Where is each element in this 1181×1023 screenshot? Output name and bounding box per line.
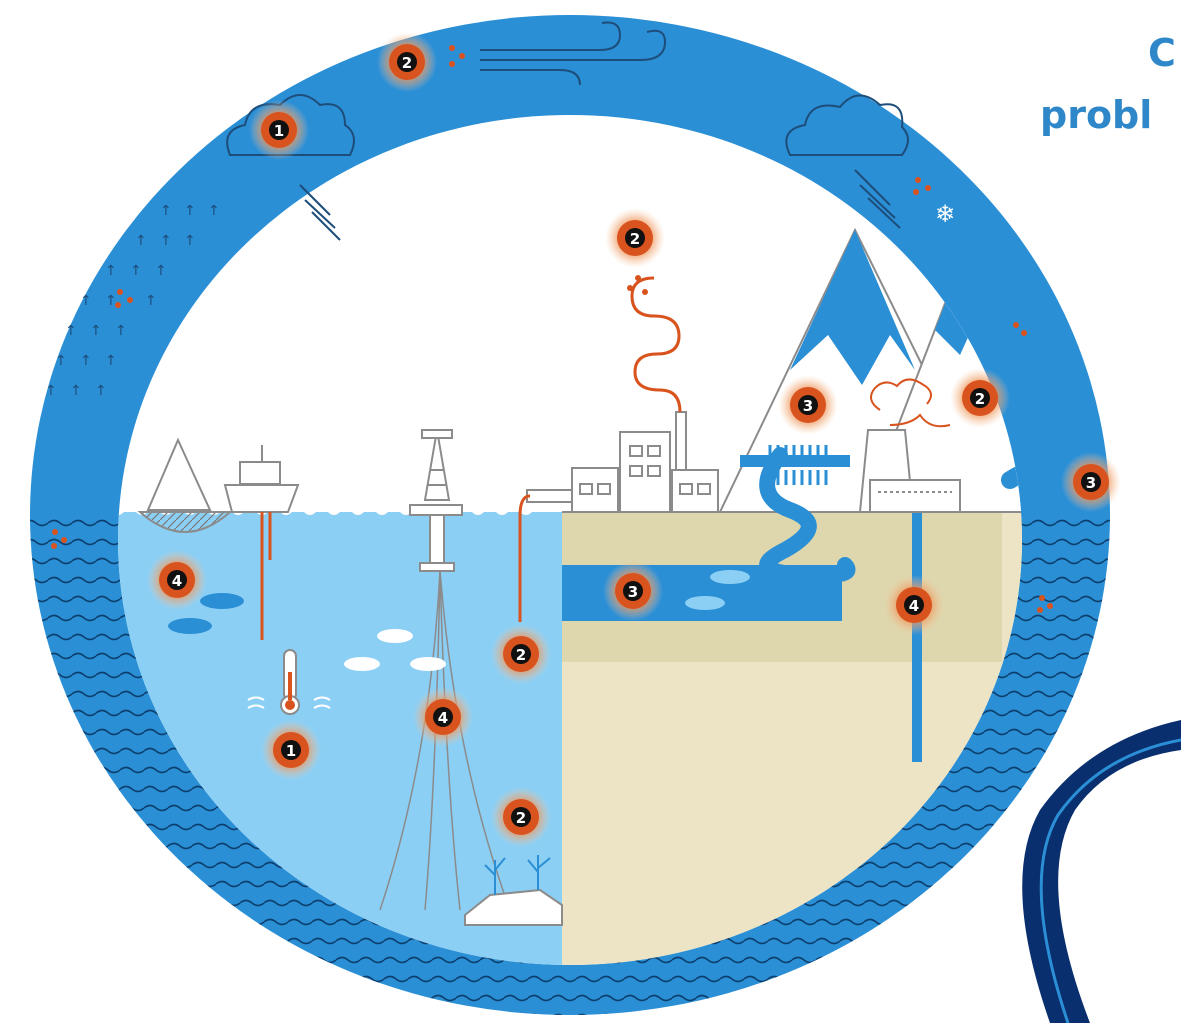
marker-core xyxy=(281,740,301,760)
numbered-markers: 2 1 2 3 2 3 4 3 4 2 4 1 2 xyxy=(147,32,1121,847)
wind-icon xyxy=(480,21,667,86)
rain-lines xyxy=(299,184,341,241)
marker-label: 2 xyxy=(975,390,985,408)
marker-m5: 2 xyxy=(950,368,1010,428)
svg-text:↑: ↑ xyxy=(90,323,102,339)
marker-core xyxy=(433,707,453,727)
marker-m11: 4 xyxy=(413,687,473,747)
seabed-rocks xyxy=(464,888,563,926)
marker-label: 3 xyxy=(803,397,813,415)
marker-label: 1 xyxy=(274,122,284,140)
forest-icons: ↑↑↑ ↑↑↑ ↑↑↑ ↑↑↑ ↑↑↑ ↑↑↑ ↑↑↑ xyxy=(45,203,220,399)
svg-text:↑: ↑ xyxy=(65,323,77,339)
marker-core xyxy=(625,228,645,248)
svg-text:↑: ↑ xyxy=(80,293,92,309)
svg-text:↑: ↑ xyxy=(184,233,196,249)
marker-m8: 3 xyxy=(603,561,663,621)
marker-m12: 1 xyxy=(261,720,321,780)
fishing-boat xyxy=(137,437,300,533)
svg-text:↑: ↑ xyxy=(105,263,117,279)
svg-text:↑: ↑ xyxy=(135,233,147,249)
marker-core xyxy=(1081,472,1101,492)
marker-m7: 4 xyxy=(147,550,207,610)
marker-m6: 3 xyxy=(1061,452,1121,512)
marker-label: 3 xyxy=(1086,474,1096,492)
marker-m9: 4 xyxy=(884,575,944,635)
cloud-icon-right xyxy=(785,94,909,156)
factory xyxy=(571,411,719,513)
marker-m2: 1 xyxy=(249,100,309,160)
title-line-2: probl xyxy=(1040,93,1153,137)
fish-group xyxy=(168,570,750,671)
treatment-plant xyxy=(768,445,828,485)
navy-arc xyxy=(1022,720,1181,1023)
svg-text:↑: ↑ xyxy=(115,323,127,339)
marker-label: 1 xyxy=(286,742,296,760)
marker-m10: 2 xyxy=(491,624,551,684)
marker-label: 4 xyxy=(909,597,919,615)
svg-text:↑: ↑ xyxy=(55,353,67,369)
marker-core xyxy=(511,807,531,827)
marker-core xyxy=(167,570,187,590)
cloud-icon xyxy=(226,94,355,156)
marker-m13: 2 xyxy=(491,787,551,847)
marker-label: 4 xyxy=(438,709,448,727)
title-line-1: C xyxy=(1148,31,1176,75)
marker-core xyxy=(397,52,417,72)
svg-text:↑: ↑ xyxy=(145,293,157,309)
pollutant-dots xyxy=(51,45,1053,613)
marker-label: 2 xyxy=(516,646,526,664)
svg-text:↑: ↑ xyxy=(160,203,172,219)
marker-core xyxy=(798,395,818,415)
marker-core xyxy=(623,581,643,601)
svg-text:↑: ↑ xyxy=(95,383,107,399)
snowflake-icon: ❄ xyxy=(935,200,955,228)
svg-text:↑: ↑ xyxy=(208,203,220,219)
smoke-plume xyxy=(630,276,682,413)
page-title: C probl xyxy=(1040,22,1181,146)
mountain-right xyxy=(863,157,1022,513)
marker-core xyxy=(511,644,531,664)
svg-text:↑: ↑ xyxy=(155,263,167,279)
svg-text:↑: ↑ xyxy=(80,353,92,369)
marker-m3: 2 xyxy=(605,208,665,268)
marker-m1: 2 xyxy=(377,32,437,92)
marker-m4: 3 xyxy=(778,375,838,435)
svg-text:↑: ↑ xyxy=(45,383,57,399)
marker-core xyxy=(904,595,924,615)
svg-text:↑: ↑ xyxy=(70,383,82,399)
oil-rig xyxy=(409,429,463,572)
marker-label: 4 xyxy=(172,572,182,590)
well-pipe xyxy=(912,512,922,762)
marker-label: 2 xyxy=(630,230,640,248)
svg-text:↑: ↑ xyxy=(105,293,117,309)
svg-text:↑: ↑ xyxy=(160,233,172,249)
marker-label: 3 xyxy=(628,583,638,601)
svg-text:↑: ↑ xyxy=(130,263,142,279)
marker-label: 2 xyxy=(516,809,526,827)
marker-core xyxy=(970,388,990,408)
svg-text:↑: ↑ xyxy=(184,203,196,219)
marker-core xyxy=(269,120,289,140)
svg-text:↑: ↑ xyxy=(105,353,117,369)
marker-label: 2 xyxy=(402,54,412,72)
